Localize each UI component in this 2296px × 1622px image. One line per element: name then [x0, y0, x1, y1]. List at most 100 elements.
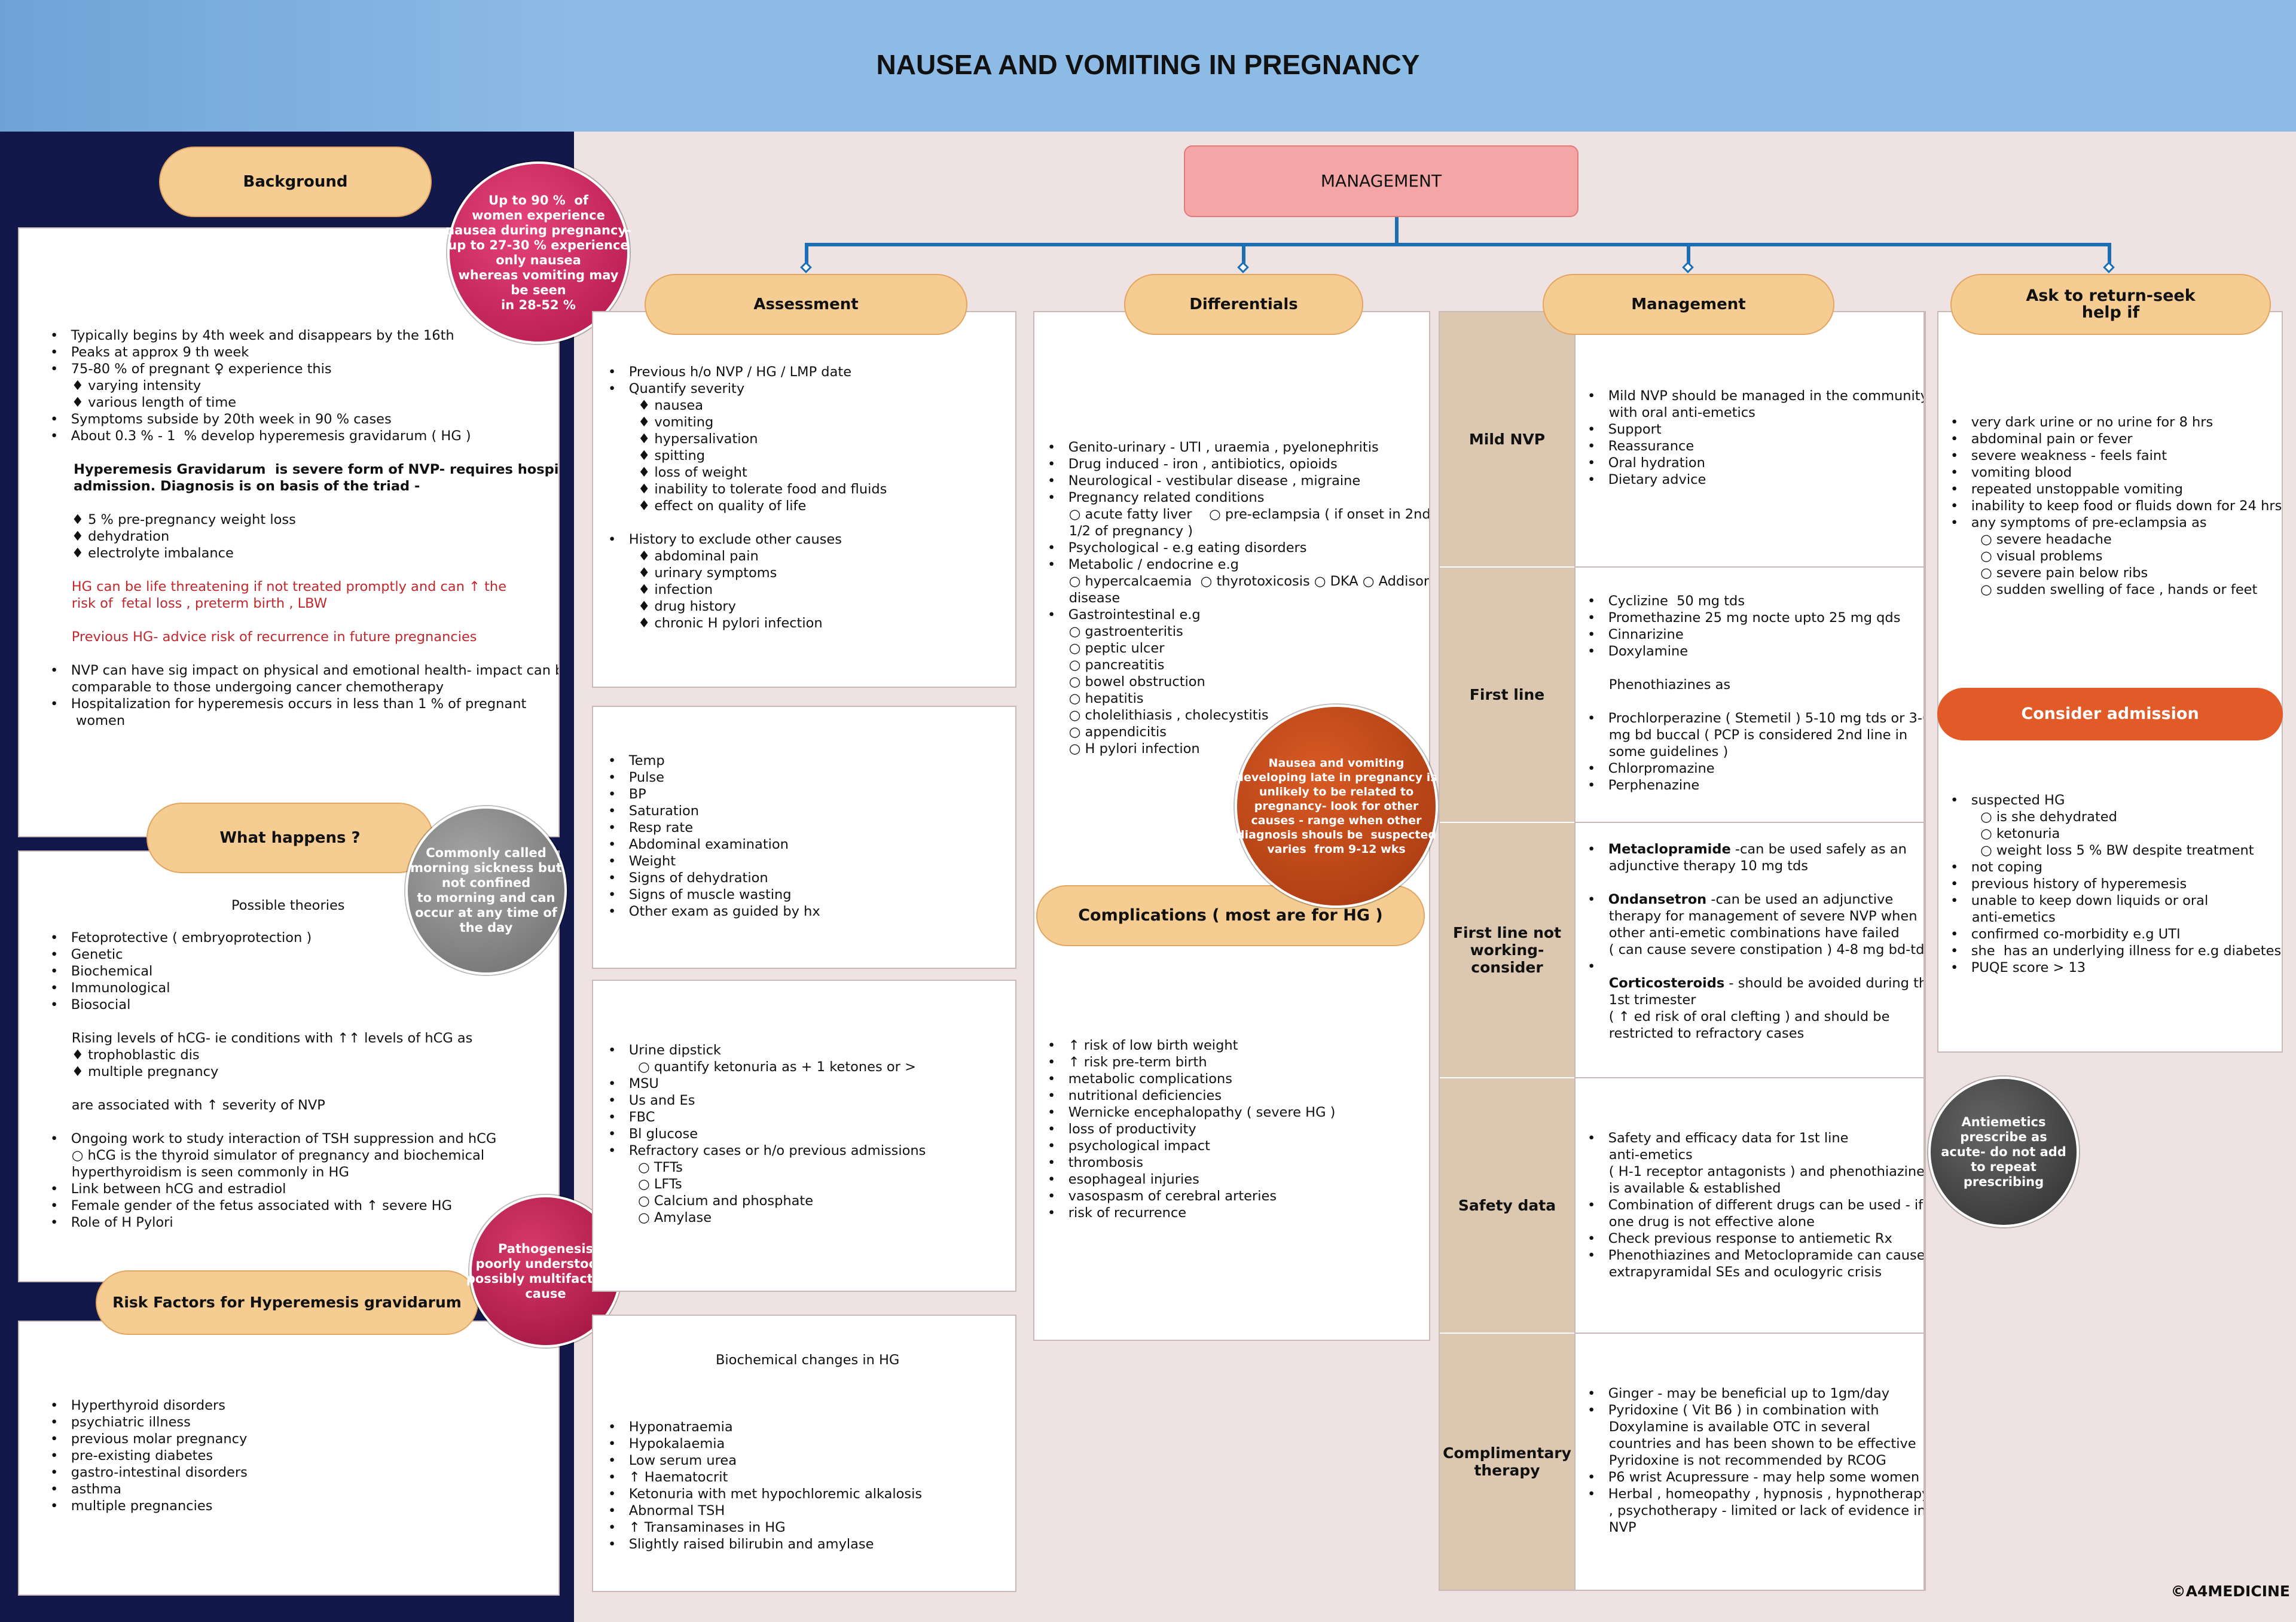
list-line: ○ peptic ulcer — [1048, 641, 1165, 656]
list-line: • Cyclizine 50 mg tds — [1587, 593, 1745, 609]
list-line: anti-emetics — [1587, 1147, 1693, 1163]
list-line: • Ginger - may be beneficial up to 1gm/d… — [1587, 1386, 1890, 1401]
list-line: • Quantify severity — [608, 381, 745, 397]
list-line: • Ketonuria with met hypochloremic alkal… — [608, 1486, 923, 1502]
list-line: • ↑ risk of low birth weight — [1048, 1038, 1238, 1053]
list-line: ○ hCG is the thyroid simulator of pregna… — [50, 1148, 485, 1163]
list-line: • confirmed co-morbidity e.g UTI — [1950, 926, 2181, 942]
row-label-mild-nvp: Mild NVP — [1440, 312, 1574, 566]
list-line — [50, 1013, 496, 1030]
list-line: • Biosocial — [50, 997, 131, 1013]
list-line: • pre-existing diabetes — [50, 1448, 213, 1464]
list-line: 1st trimester — [1587, 992, 1696, 1008]
row-first-line-not-working: • Metaclopramide -can be used safely as … — [1574, 822, 1925, 1078]
list-line: • psychological impact — [1048, 1138, 1210, 1154]
what-happens-label: What happens ? — [146, 803, 433, 873]
connector-to-differentials — [1242, 243, 1245, 267]
list-line: • repeated unstoppable vomiting — [1950, 481, 2183, 497]
list-line: ♦ chronic H pylori infection — [608, 615, 823, 631]
list-line: • Signs of dehydration — [608, 870, 768, 886]
list-line: admission. Diagnosis is on basis of the … — [50, 478, 420, 494]
late-onset-circle: Nausea and vomiting developing late in p… — [1235, 705, 1438, 908]
list-line: • Drug induced - iron , antibiotics, opi… — [1048, 456, 1338, 472]
row-first-line: • Cyclizine 50 mg tds• Promethazine 25 m… — [1574, 566, 1925, 823]
risk-factors-box: • Hyperthyroid disorders• psychiatric il… — [18, 1321, 560, 1596]
list-line: ○ Calcium and phosphate — [608, 1193, 814, 1209]
list-line: • Check previous response to antiemetic … — [1587, 1231, 1892, 1246]
row-label-first-line: First line — [1440, 568, 1574, 822]
consider-admission-list: • suspected HG ○ is she dehydrated ○ ket… — [1950, 792, 2281, 976]
biochem-heading: Biochemical changes in HG — [716, 1352, 900, 1368]
complications-list: • ↑ risk of low birth weight• ↑ risk pre… — [1048, 1037, 1335, 1221]
list-line — [50, 612, 558, 629]
risk-factors-list: • Hyperthyroid disorders• psychiatric il… — [50, 1397, 248, 1514]
list-line: • Dietary advice — [1587, 472, 1706, 487]
list-line: • Peaks at approx 9 th week — [50, 344, 249, 360]
list-line: women — [50, 713, 126, 728]
list-line: ○ sudden swelling of face , hands or fee… — [1950, 582, 2258, 597]
assessment-exam-list: • Temp• Pulse• BP• Saturation• Resp rate… — [608, 752, 820, 920]
list-line — [50, 444, 558, 461]
list-line: • Prochlorperazine ( Stemetil ) 5-10 mg … — [1587, 711, 1925, 726]
assessment-exam-box: • Temp• Pulse• BP• Saturation• Resp rate… — [592, 706, 1016, 969]
list-line: therapy for management of severe NVP whe… — [1587, 908, 1918, 924]
list-line: ♦ nausea — [608, 398, 704, 413]
row-safety-data: • Safety and efficacy data for 1st line … — [1574, 1077, 1925, 1334]
list-line: • Biochemical — [50, 964, 153, 979]
list-line: • Bl glucose — [608, 1126, 698, 1142]
list-line: ○ pancreatitis — [1048, 657, 1165, 673]
list-line: are associated with ↑ severity of NVP — [50, 1097, 325, 1113]
ask-to-return-label: Ask to return-seek help if — [1950, 274, 2271, 335]
list-line: ○ weight loss 5 % BW despite treatment — [1950, 843, 2254, 858]
safety-data-list: • Safety and efficacy data for 1st line … — [1587, 1130, 1925, 1280]
list-line: • Refractory cases or h/o previous admis… — [608, 1143, 926, 1158]
first-line-not-working-list: • Metaclopramide -can be used safely as … — [1587, 841, 1923, 1042]
row-mild-nvp: • Mild NVP should be managed in the comm… — [1574, 311, 1925, 568]
biochem-list: • Hyponatraemia• Hypokalaemia• Low serum… — [608, 1419, 922, 1553]
list-line — [1587, 874, 1923, 891]
list-line: • previous molar pregnancy — [50, 1431, 248, 1447]
list-line: is available & established — [1587, 1181, 1781, 1196]
antiemetics-circle: Antiemetics prescribe as acute- do not a… — [1928, 1077, 2079, 1227]
assessment-investigations-box: • Urine dipstick ○ quantify ketonuria as… — [592, 980, 1016, 1292]
list-line — [50, 495, 558, 511]
list-line: • 75-80 % of pregnant ♀ experience this — [50, 361, 332, 377]
morning-sickness-circle: Commonly called morning sickness but not… — [405, 806, 567, 975]
list-line: ♦ trophoblastic dis — [50, 1047, 200, 1063]
list-line: ♦ effect on quality of life — [608, 498, 807, 514]
list-line: • NVP can have sig impact on physical an… — [50, 663, 560, 678]
assessment-investigations-list: • Urine dipstick ○ quantify ketonuria as… — [608, 1042, 926, 1226]
risk-factors-label: Risk Factors for Hyperemesis gravidarum — [96, 1270, 478, 1335]
list-line: anti-emetics — [1950, 910, 2056, 925]
list-line: ○ bowel obstruction — [1048, 674, 1205, 690]
list-line: • Pyridoxine ( Vit B6 ) in combination w… — [1587, 1403, 1879, 1418]
list-line: ○ severe headache — [1950, 532, 2112, 547]
list-line: • abdominal pain or fever — [1950, 431, 2133, 447]
list-line: • asthma — [50, 1481, 122, 1497]
list-line: one drug is not effective alone — [1587, 1214, 1815, 1230]
biochem-box: Biochemical changes in HG • Hyponatraemi… — [592, 1315, 1016, 1592]
list-line: ○ LFTs — [608, 1176, 682, 1192]
list-line: restricted to refractory cases — [1587, 1026, 1805, 1041]
list-line: mg bd buccal ( PCP is considered 2nd lin… — [1587, 727, 1908, 743]
differentials-label: Differentials — [1124, 274, 1363, 335]
list-line: • Ongoing work to study interaction of T… — [50, 1131, 497, 1147]
list-line: • — [1587, 959, 1596, 974]
first-line-list: • Cyclizine 50 mg tds• Promethazine 25 m… — [1587, 593, 1925, 794]
list-line: • Perphenazine — [1587, 778, 1700, 793]
complimentary-therapy-list: • Ginger - may be beneficial up to 1gm/d… — [1587, 1385, 1925, 1536]
list-line: ( H-1 receptor antagonists ) and phenoth… — [1587, 1164, 1925, 1179]
list-line — [50, 1080, 496, 1097]
background-label: Background — [159, 147, 432, 217]
list-line: • Symptoms subside by 20th week in 90 % … — [50, 411, 392, 427]
list-line: • previous history of hyperemesis — [1950, 876, 2187, 892]
list-line — [608, 514, 887, 531]
list-line: , psychotherapy - limited or lack of evi… — [1587, 1503, 1925, 1519]
list-line: some guidelines ) — [1587, 744, 1729, 760]
connector-to-return — [2108, 243, 2111, 267]
list-line: ♦ spitting — [608, 448, 706, 464]
list-line: • Low serum urea — [608, 1453, 737, 1468]
list-line: • unable to keep down liquids or oral — [1950, 893, 2209, 908]
row-complimentary-therapy: • Ginger - may be beneficial up to 1gm/d… — [1574, 1333, 1925, 1591]
list-line: • Pregnancy related conditions — [1048, 490, 1265, 505]
